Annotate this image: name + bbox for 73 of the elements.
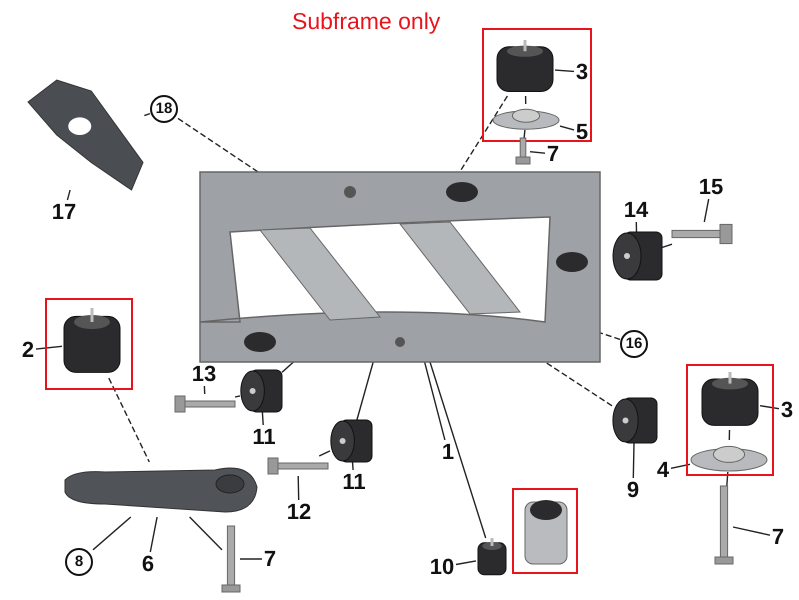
assembly-line: [234, 395, 240, 398]
bolt-drawing: [222, 526, 240, 592]
bushing-drawing: [330, 420, 372, 462]
assembly-line: [524, 96, 526, 104]
leader-line: [36, 346, 62, 350]
bolt-drawing: [715, 486, 733, 564]
callout-number: 13: [190, 362, 218, 386]
callout-number: 6: [140, 552, 156, 576]
callout-number: 2: [20, 338, 36, 362]
callout-number: 7: [545, 142, 561, 166]
leader-line: [732, 526, 770, 536]
assembly-line: [726, 472, 728, 486]
assembly-line: [662, 244, 672, 248]
assembly-line: [429, 362, 486, 538]
leader-line: [298, 476, 300, 500]
callout-number: 18: [150, 95, 178, 123]
bolt-drawing: [516, 138, 530, 164]
heading: Subframe only: [292, 8, 440, 35]
assembly-line: [282, 361, 294, 373]
callout-number: 9: [625, 478, 641, 502]
leader-line: [150, 516, 158, 552]
callout-number: 10: [428, 555, 456, 579]
callout-number: 4: [655, 458, 671, 482]
bolt-drawing: [175, 394, 235, 414]
assembly-line: [728, 430, 730, 440]
callout-number: 12: [285, 500, 313, 524]
assembly-line: [523, 130, 526, 138]
callout-number: 17: [50, 200, 78, 224]
callout-number: 5: [574, 120, 590, 144]
callout-number: 11: [250, 425, 278, 449]
leader-line: [142, 112, 150, 117]
heat-shield-drawing: [28, 80, 143, 190]
assembly-line: [459, 96, 508, 172]
callout-number: 3: [779, 398, 795, 422]
bushing-drawing: [612, 398, 657, 443]
leader-line: [600, 332, 620, 340]
assembly-line: [544, 361, 612, 406]
assembly-line: [108, 378, 150, 462]
leader-line: [262, 412, 264, 426]
leader-line: [66, 190, 71, 200]
leader-line: [456, 560, 476, 566]
callout-number: 1: [440, 440, 456, 464]
leader-line: [240, 558, 262, 560]
leader-line: [554, 69, 574, 72]
leader-line: [530, 151, 546, 154]
callout-number: 11: [340, 470, 368, 494]
rubber-mount-drawing: [476, 538, 508, 578]
leader-line: [178, 118, 258, 173]
callout-number: 7: [770, 525, 786, 549]
subframe-drawing: [200, 172, 600, 362]
leader-line: [636, 222, 638, 232]
bolt-drawing: [268, 456, 328, 476]
bushing-drawing: [240, 370, 282, 412]
leader-line: [560, 125, 574, 131]
leader-line: [204, 386, 206, 394]
leader-line: [704, 198, 710, 222]
callout-number: 8: [65, 548, 93, 576]
leader-line: [760, 405, 780, 410]
leader-line: [670, 464, 690, 469]
assembly-line: [318, 450, 330, 457]
bushing-drawing: [612, 232, 662, 280]
assembly-line: [356, 362, 374, 420]
callout-number: 14: [622, 198, 650, 222]
callout-number: 3: [574, 60, 590, 84]
assembly-line: [189, 516, 222, 550]
leader-line: [92, 516, 132, 550]
bolt-drawing: [672, 222, 732, 246]
callout-number: 7: [262, 547, 278, 571]
callout-number: 16: [620, 330, 648, 358]
leader-line: [352, 462, 354, 470]
leader-line: [424, 362, 446, 440]
callout-number: 15: [697, 175, 725, 199]
leader-line: [632, 442, 635, 478]
